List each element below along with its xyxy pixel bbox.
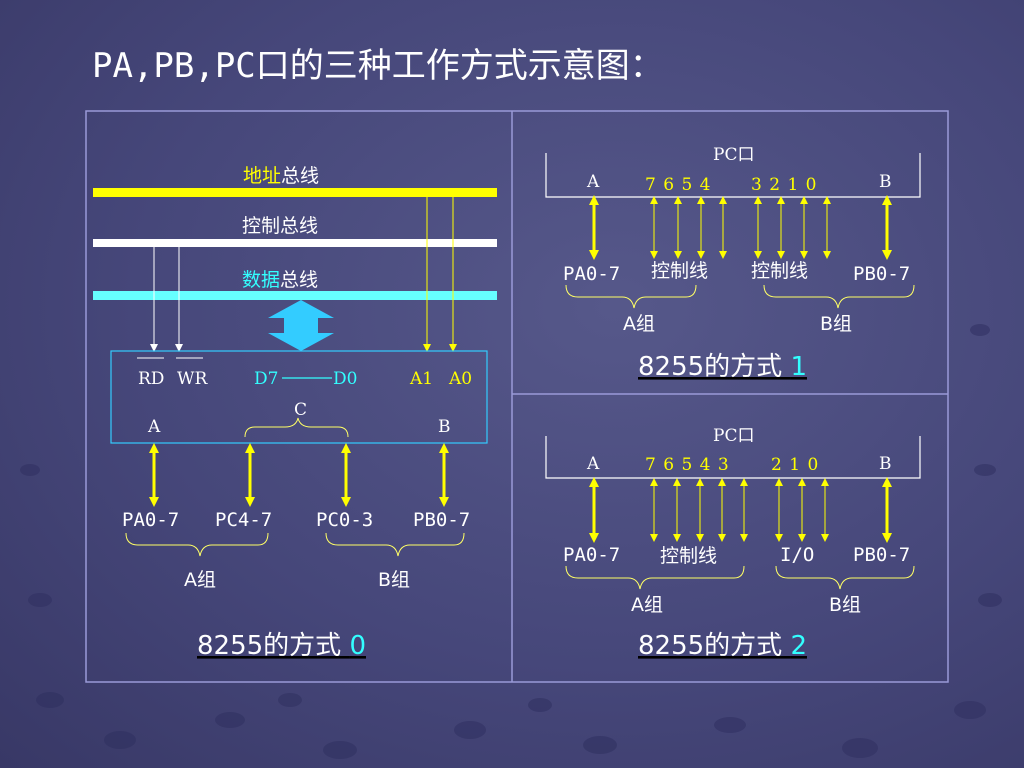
address-bus-label: 地址总线 bbox=[243, 165, 319, 187]
control-bus-label: 控制总线 bbox=[242, 215, 318, 237]
mode2-group-a-brace bbox=[565, 565, 745, 590]
panel-frame bbox=[85, 110, 949, 683]
mode2-port-a: A bbox=[586, 454, 600, 474]
pa-label: PA0-7 bbox=[122, 509, 179, 531]
d7-label: D7 bbox=[254, 369, 278, 389]
mode1-caption: 8255的方式 1 bbox=[638, 352, 807, 382]
data-bus-label: 数据总线 bbox=[242, 269, 318, 291]
mode2-panel: PC口 A B 7 6 5 4 3 2 1 0 PA0-7 控制线 I/O PB… bbox=[545, 426, 921, 661]
mode1-port-b: B bbox=[879, 172, 892, 192]
port-b-label: B bbox=[438, 417, 451, 437]
mode2-pb-label: PB0-7 bbox=[853, 544, 910, 566]
group-a-label: A组 bbox=[184, 569, 216, 591]
mode2-group-b-brace bbox=[775, 565, 915, 590]
address-bus bbox=[93, 188, 497, 197]
mode1-ctrl2-label: 控制线 bbox=[751, 260, 808, 282]
mode2-bits-lo: 2 1 0 bbox=[771, 455, 819, 475]
page-title: PA,PB,PC口的三种工作方式示意图： bbox=[92, 46, 664, 86]
chip-8255-box bbox=[110, 350, 488, 444]
mode2-io-label: I/O bbox=[780, 544, 814, 566]
mode2-pc-bit-lines bbox=[650, 478, 829, 542]
mode1-port-a: A bbox=[586, 172, 600, 192]
mode1-pb-label: PB0-7 bbox=[853, 263, 910, 285]
mode2-pa-label: PA0-7 bbox=[563, 544, 620, 566]
mode2-port-b: B bbox=[879, 454, 892, 474]
mode2-pc-label: PC口 bbox=[713, 426, 754, 446]
group-b-label: B组 bbox=[378, 569, 410, 591]
pc-lo-label: PC0-3 bbox=[316, 509, 373, 531]
mode1-group-a: A组 bbox=[623, 313, 655, 335]
mode1-panel: PC口 A B 7 6 5 4 3 2 1 0 PA0-7 控制线 控制线 PB… bbox=[545, 145, 921, 382]
group-b-brace bbox=[325, 532, 465, 557]
mode2-ctrl-label: 控制线 bbox=[660, 545, 717, 567]
mode1-group-b-brace bbox=[763, 284, 915, 309]
port-c-brace bbox=[244, 417, 349, 438]
mode2-bits-hi: 7 6 5 4 3 bbox=[645, 455, 730, 475]
mode1-pc-bit-lines bbox=[650, 196, 831, 259]
mode1-port-bracket bbox=[545, 153, 921, 198]
a1-label: A1 bbox=[409, 369, 433, 389]
control-bus bbox=[93, 239, 497, 247]
pc-hi-label: PC4-7 bbox=[215, 509, 272, 531]
rd-label: RD bbox=[138, 369, 164, 389]
mode1-pc-label: PC口 bbox=[713, 145, 754, 165]
group-a-brace bbox=[125, 532, 269, 557]
mode2-group-a: A组 bbox=[631, 594, 663, 616]
data-bus bbox=[93, 291, 497, 300]
mode0-panel: 地址总线 控制总线 数据总线 RD WR D7 D0 A1 A0 C A B bbox=[93, 165, 497, 661]
d0-label: D0 bbox=[333, 369, 357, 389]
mode1-pa-label: PA0-7 bbox=[563, 263, 620, 285]
a0-label: A0 bbox=[448, 369, 472, 389]
mode1-group-b: B组 bbox=[820, 313, 852, 335]
port-c-label: C bbox=[294, 400, 307, 420]
data-bus-arrow bbox=[268, 300, 334, 351]
mode1-ctrl1-label: 控制线 bbox=[651, 260, 708, 282]
mode1-bits-hi: 7 6 5 4 bbox=[645, 175, 711, 195]
mode0-caption: 8255的方式 0 bbox=[197, 631, 366, 661]
pb-label: PB0-7 bbox=[413, 509, 470, 531]
mode1-group-a-brace bbox=[565, 284, 697, 309]
mode2-caption: 8255的方式 2 bbox=[638, 631, 807, 661]
port-a-label: A bbox=[147, 417, 161, 437]
mode2-port-bracket bbox=[545, 436, 921, 479]
mode2-group-b: B组 bbox=[829, 594, 861, 616]
wr-label: WR bbox=[177, 369, 208, 389]
mode1-bits-lo: 3 2 1 0 bbox=[751, 175, 817, 195]
